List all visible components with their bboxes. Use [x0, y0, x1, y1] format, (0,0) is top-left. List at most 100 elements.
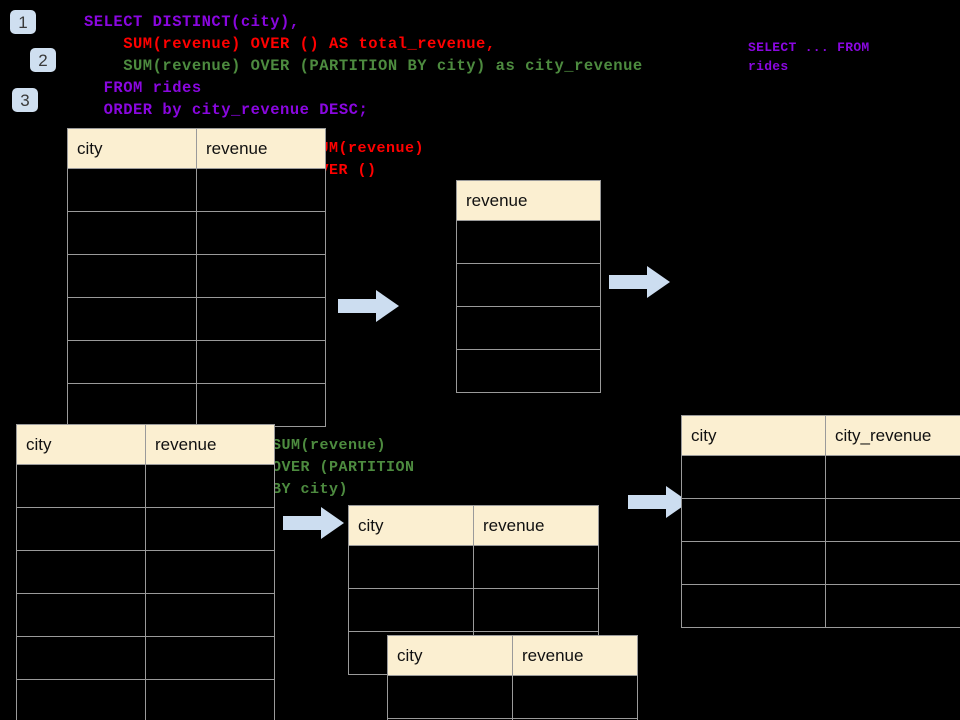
flow-arrow-3	[283, 506, 345, 540]
table-header-row: city revenue	[387, 635, 638, 676]
table-row	[348, 545, 599, 589]
table-body	[456, 220, 601, 393]
table-row	[67, 168, 326, 212]
table-body	[681, 455, 960, 628]
column-header-revenue: revenue	[473, 505, 599, 546]
table-row	[387, 718, 638, 720]
table-cell	[145, 636, 275, 680]
table-cell	[67, 211, 197, 255]
table-cell	[825, 541, 960, 585]
table-row	[67, 211, 326, 255]
table-cell	[196, 297, 326, 341]
table-body	[387, 675, 638, 720]
table-cell	[145, 464, 275, 508]
table-row	[16, 679, 275, 720]
table-partition-front: city revenue	[387, 635, 638, 720]
sql-line-total-revenue: SUM(revenue) OVER () AS total_revenue,	[84, 35, 496, 53]
table-row	[67, 297, 326, 341]
table-row	[681, 584, 960, 628]
table-row	[16, 593, 275, 637]
table-row	[456, 263, 601, 307]
column-header-city: city	[681, 415, 826, 456]
table-cell	[145, 507, 275, 551]
table-row	[67, 383, 326, 427]
arrow-right-icon	[609, 266, 670, 298]
table-row	[16, 636, 275, 680]
table-body	[67, 168, 326, 427]
column-header-revenue: revenue	[196, 128, 326, 169]
table-row	[16, 464, 275, 508]
table-cell	[473, 588, 599, 632]
table-cell	[67, 254, 197, 298]
table-cell	[67, 340, 197, 384]
total-revenue-annotation: SUM(revenue) OVER ()	[310, 140, 425, 179]
table-cell	[825, 584, 960, 628]
column-header-city: city	[16, 424, 146, 465]
column-header-city-revenue: city_revenue	[825, 415, 960, 456]
step-badge-1-label: 1	[18, 12, 28, 32]
table-row	[456, 220, 601, 264]
table-rides-bottom: city revenue	[16, 424, 275, 720]
table-cell	[16, 636, 146, 680]
table-cell	[16, 679, 146, 720]
table-row	[67, 254, 326, 298]
table-cell	[145, 550, 275, 594]
table-cell	[16, 464, 146, 508]
table-cell	[456, 220, 601, 264]
table-row	[681, 541, 960, 585]
table-cell	[196, 383, 326, 427]
table-cell	[387, 675, 513, 719]
step-badge-3[interactable]: 3	[12, 88, 38, 112]
sql-line-from: FROM rides	[84, 79, 202, 97]
column-header-revenue: revenue	[512, 635, 638, 676]
table-cell	[196, 168, 326, 212]
table-cell	[67, 383, 197, 427]
table-cell	[681, 455, 826, 499]
table-row	[16, 507, 275, 551]
table-cell	[512, 675, 638, 719]
table-row	[348, 588, 599, 632]
flow-arrow-1	[338, 289, 400, 323]
table-cell	[681, 584, 826, 628]
column-header-revenue: revenue	[145, 424, 275, 465]
step-badge-3-label: 3	[20, 90, 30, 110]
arrow-right-icon	[338, 290, 399, 322]
table-row	[681, 498, 960, 542]
flow-arrow-2	[609, 265, 671, 299]
table-cell	[348, 545, 474, 589]
table-total-revenue: revenue	[456, 180, 601, 393]
table-cell	[681, 541, 826, 585]
table-header-row: city revenue	[16, 424, 275, 465]
table-cell	[473, 545, 599, 589]
table-cell	[67, 168, 197, 212]
table-header-row: revenue	[456, 180, 601, 221]
table-rides-top: city revenue	[67, 128, 326, 427]
table-header-row: city revenue	[348, 505, 599, 546]
table-row	[67, 340, 326, 384]
table-cell	[16, 593, 146, 637]
table-cell	[145, 593, 275, 637]
table-cell	[456, 349, 601, 393]
table-cell	[67, 297, 197, 341]
city-revenue-annotation: SUM(revenue) OVER (PARTITION BY city)	[272, 437, 415, 498]
table-body	[16, 464, 275, 720]
table-cell	[512, 718, 638, 720]
table-cell	[196, 211, 326, 255]
table-cell	[145, 679, 275, 720]
step-badge-2-label: 2	[38, 50, 48, 70]
table-cell	[681, 498, 826, 542]
table-row	[456, 306, 601, 350]
table-header-row: city revenue	[67, 128, 326, 169]
step-badge-1[interactable]: 1	[10, 10, 36, 34]
table-cell	[16, 550, 146, 594]
arrow-right-icon	[628, 486, 689, 518]
table-row	[681, 455, 960, 499]
table-cell	[348, 588, 474, 632]
sql-line-order-by: ORDER by city_revenue DESC;	[84, 101, 369, 119]
table-cell	[456, 263, 601, 307]
table-cell	[825, 498, 960, 542]
table-row	[16, 550, 275, 594]
table-cell	[196, 254, 326, 298]
step-badge-2[interactable]: 2	[30, 48, 56, 72]
